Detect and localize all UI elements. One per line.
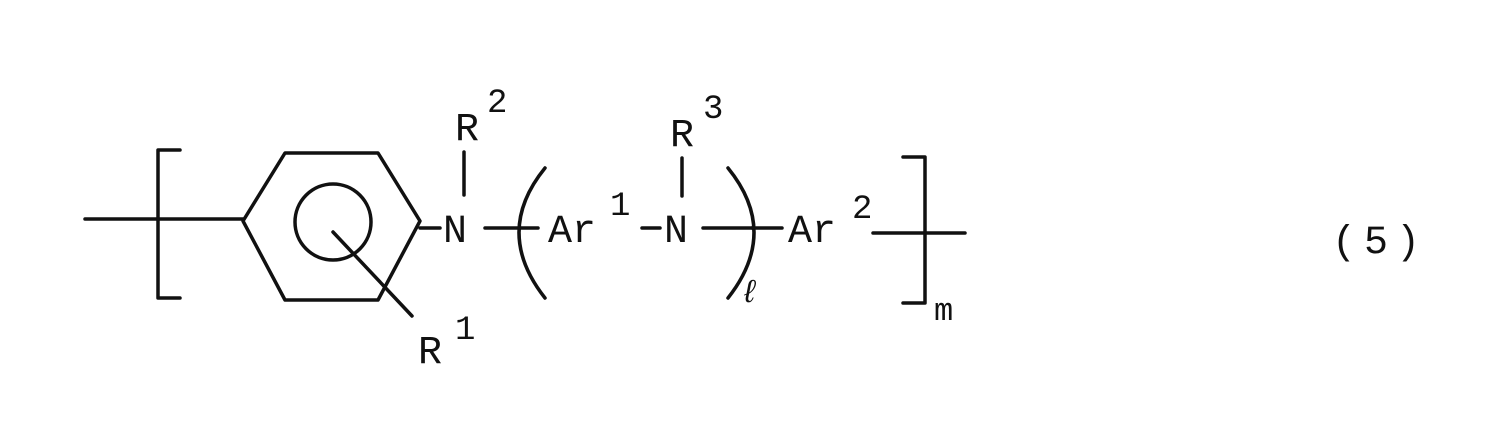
subscript-m: m (934, 293, 953, 330)
r1-label: R (418, 331, 442, 376)
right-bracket (903, 157, 925, 303)
equation-number: (5) (1332, 221, 1428, 266)
r3-superscript: 3 (703, 91, 723, 129)
ar2-label: Ar (788, 210, 836, 255)
n2-label: N (664, 210, 688, 255)
subscript-l: ℓ (740, 275, 759, 312)
ar1-superscript: 1 (610, 188, 630, 226)
ar2-superscript: 2 (852, 191, 872, 229)
r3-label: R (670, 114, 694, 159)
ar1-label: Ar (548, 210, 596, 255)
aromatic-circle (295, 184, 371, 260)
r1-superscript: 1 (455, 312, 475, 350)
left-bracket (158, 150, 180, 298)
left-paren (519, 168, 545, 298)
r2-superscript: 2 (487, 85, 507, 123)
benzene-ring (243, 153, 420, 300)
r2-label: R (455, 108, 479, 153)
r1-bond (333, 232, 412, 316)
n1-label: N (443, 210, 467, 255)
